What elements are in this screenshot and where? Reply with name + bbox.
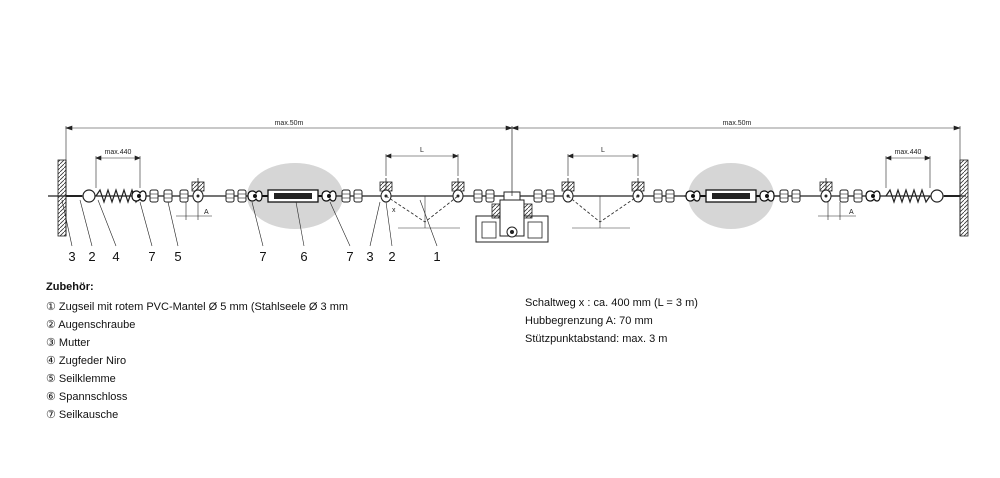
span-dimension-lines — [65, 125, 961, 180]
spec-support-distance: Stützpunktabstand: max. 3 m — [525, 333, 668, 345]
spring-max-right-label: max.440 — [895, 149, 922, 156]
left-turnbuckle — [258, 189, 328, 203]
spec-switching-travel: Schaltweg x : ca. 400 mm (L = 3 m) — [525, 297, 698, 309]
right-turnbuckle — [696, 189, 766, 203]
part-number-label: 4 — [112, 249, 119, 264]
part-number-label: 7 — [259, 249, 266, 264]
technical-specs: Schaltweg x : ca. 400 mm (L = 3 m) Hubbe… — [525, 294, 698, 348]
thimble-icon — [685, 190, 701, 202]
travel-x-label: x — [392, 207, 396, 214]
left-eye-bolt — [66, 189, 96, 203]
deflected-cable-right — [567, 195, 639, 223]
accessories-legend: Zubehör: ① Zugseil mit rotem PVC-Mantel … — [46, 278, 348, 424]
legend-item: ⑤ Seilklemme — [46, 373, 116, 385]
spring-max-left-label: max.440 — [105, 149, 132, 156]
deflected-cable-left — [385, 195, 459, 223]
legend-item: ⑥ Spannschloss — [46, 391, 128, 403]
right-tension-spring — [885, 188, 931, 204]
right-eye-bolt — [930, 189, 960, 203]
thimble-icon — [131, 190, 147, 202]
pull-wire-installation-diagram: x max.50m max.50m max.440 max.440 — [48, 120, 969, 264]
thimble-icon — [247, 190, 263, 202]
support-distance-right-label: L — [601, 147, 605, 154]
stroke-limit-left-label: A — [204, 209, 209, 216]
part-number-label: 2 — [88, 249, 95, 264]
part-number-label: 7 — [148, 249, 155, 264]
thimble-icon — [865, 190, 881, 202]
right-wall-anchor — [959, 159, 969, 237]
part-number-label: 5 — [174, 249, 181, 264]
span-left-label: max.50m — [275, 120, 304, 127]
left-wall-anchor — [57, 159, 67, 237]
emergency-pull-switch — [475, 126, 549, 243]
part-number-label: 7 — [346, 249, 353, 264]
support-distance-left-label: L — [420, 147, 424, 154]
legend-item: ① Zugseil mit rotem PVC-Mantel Ø 5 mm (S… — [46, 301, 349, 313]
part-number-label: 2 — [388, 249, 395, 264]
legend-title: Zubehör: — [46, 281, 94, 293]
legend-item: ③ Mutter — [46, 337, 91, 349]
stroke-limit-right-label: A — [849, 209, 854, 216]
span-right-label: max.50m — [723, 120, 752, 127]
legend-item: ④ Zugfeder Niro — [46, 355, 127, 367]
part-number-label: 1 — [433, 249, 440, 264]
thimble-icon — [759, 190, 775, 202]
thimble-icon — [321, 190, 337, 202]
part-number-label: 3 — [366, 249, 373, 264]
part-number-label: 6 — [300, 249, 307, 264]
legend-item: ⑦ Seilkausche — [46, 409, 119, 421]
legend-item: ② Augenschraube — [46, 319, 136, 331]
spec-stroke-limit: Hubbegrenzung A: 70 mm — [525, 315, 653, 327]
part-number-label: 3 — [68, 249, 75, 264]
